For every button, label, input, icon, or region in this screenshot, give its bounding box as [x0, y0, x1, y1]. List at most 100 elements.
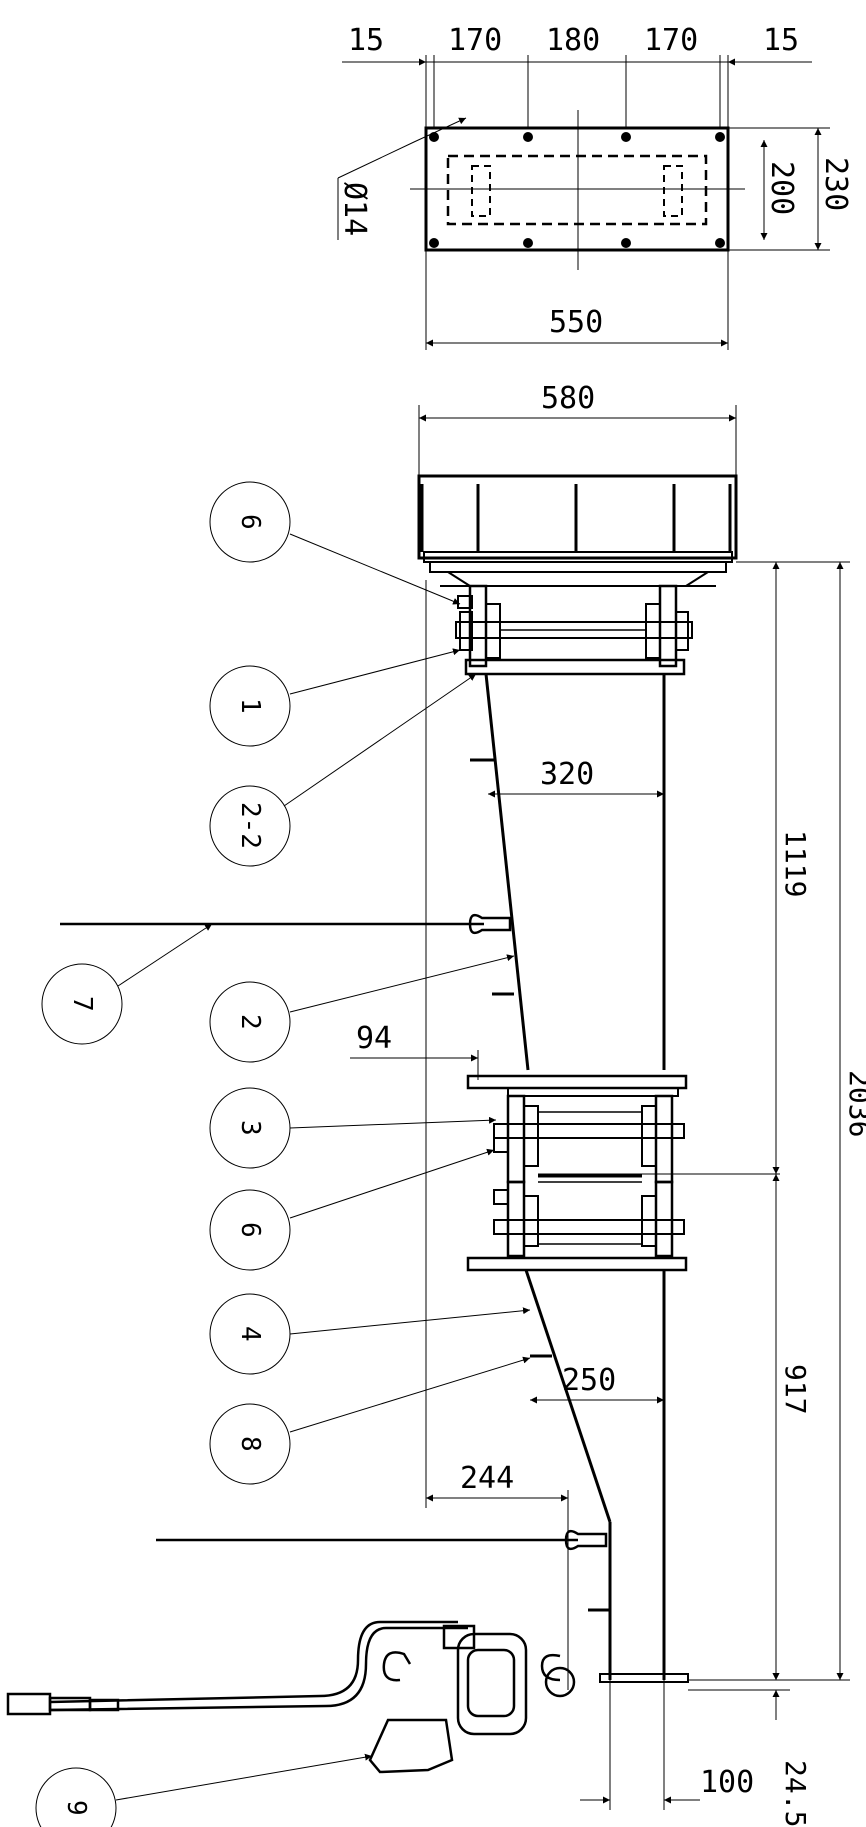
balloon-leader — [117, 923, 213, 987]
balloon-leader — [283, 673, 477, 807]
upper-lug-right — [658, 584, 678, 668]
balloon-label: 6 — [235, 514, 265, 530]
dim-244: 244 — [460, 1461, 514, 1496]
hook-lower — [564, 1529, 608, 1551]
bolt-head — [493, 1137, 509, 1153]
part-balloon-labels: 6 1 2-2 7 2 3 6 4 8 9 — [61, 514, 265, 1816]
dim-200: 200 — [764, 161, 799, 215]
bolt-hole — [429, 132, 439, 142]
upper-flange — [464, 658, 686, 676]
dim-24-5: 24.5 — [779, 1760, 812, 1827]
bolt-hole — [621, 132, 631, 142]
hoist-bottom-hook — [382, 1651, 412, 1682]
balloon-leader — [289, 1356, 531, 1433]
bolt-head — [493, 1189, 509, 1205]
middle-pin — [493, 1123, 685, 1139]
balloon-leader — [289, 1116, 497, 1129]
bottom-plate — [599, 1673, 689, 1683]
bolt-hole — [621, 238, 631, 248]
dim-100: 100 — [700, 1765, 754, 1800]
mounting-frame — [417, 474, 738, 560]
hoist-body — [456, 1632, 528, 1736]
balloon-circle — [35, 1767, 117, 1827]
lower-pin — [493, 1219, 685, 1235]
balloon-label: 2-2 — [235, 802, 265, 849]
hoist-hook-ring — [544, 1666, 576, 1698]
upper-pin — [455, 621, 693, 639]
balloon-leader — [289, 1307, 531, 1335]
balloon-circle — [209, 785, 291, 867]
dim-230: 230 — [818, 157, 853, 211]
balloon-circle — [209, 1189, 291, 1271]
top-plate-2 — [429, 561, 727, 573]
dim-hole-dia: Ø14 — [337, 182, 372, 236]
slot-right — [663, 165, 683, 217]
balloon-circle — [41, 963, 123, 1045]
dim-2036: 2036 — [843, 1070, 866, 1137]
gusset — [447, 571, 709, 587]
joint-block — [641, 1105, 657, 1167]
hoist-plug — [6, 1692, 52, 1716]
arm-lower-front — [524, 1269, 612, 1523]
dim-170-right: 170 — [644, 23, 698, 58]
balloon-leader — [289, 954, 515, 1013]
lower-flange — [466, 1256, 688, 1272]
balloon-leader — [289, 1148, 495, 1219]
flange-plate — [507, 1087, 679, 1097]
balloon-leader — [289, 648, 461, 695]
hoist-plug — [88, 1698, 120, 1712]
middle-flange — [466, 1074, 688, 1090]
balloon-leader — [289, 533, 461, 605]
lug-block — [485, 603, 501, 659]
bolt-hole — [523, 238, 533, 248]
balloon-label: 1 — [235, 698, 265, 714]
balloon-label: 2 — [235, 1014, 265, 1030]
part-balloons — [35, 481, 531, 1827]
dim-15-left: 15 — [348, 23, 384, 58]
lug-block — [645, 603, 661, 659]
hoist-mount — [442, 1624, 476, 1650]
balloon-circle — [209, 981, 291, 1063]
pin-nut — [675, 611, 689, 651]
balloon-circle — [209, 665, 291, 747]
dim-94: 94 — [356, 1021, 392, 1056]
balloon-label: 8 — [235, 1436, 265, 1452]
balloon-circle — [209, 481, 291, 563]
bolt-hole — [715, 132, 725, 142]
dim-917: 917 — [779, 1364, 812, 1415]
balloon-label: 9 — [61, 1800, 91, 1816]
balloon-label: 7 — [67, 996, 97, 1012]
bolt-hole — [715, 238, 725, 248]
hoist-plug — [48, 1696, 92, 1712]
hook-7 — [468, 913, 512, 935]
side-view-dimensions: 580 320 94 250 244 100 1119 917 2036 24.… — [356, 381, 866, 1827]
bolt-hole — [523, 132, 533, 142]
hoist-cable — [49, 1626, 468, 1712]
hoist-cable — [49, 1620, 458, 1704]
joint-block — [523, 1105, 539, 1167]
balloon-label: 4 — [235, 1326, 265, 1342]
hoist-top-hook — [540, 1653, 561, 1682]
dim-15-right: 15 — [763, 23, 799, 58]
inner-dashed-box — [446, 154, 708, 226]
dim-1119: 1119 — [779, 830, 812, 897]
balloon-label: 6 — [235, 1222, 265, 1238]
top-view — [337, 55, 830, 350]
bolt-hole — [429, 238, 439, 248]
electric-hoist — [6, 1620, 576, 1774]
dim-170-left: 170 — [448, 23, 502, 58]
top-view-dimensions: 15 170 180 170 15 550 Ø14 200 230 — [337, 23, 853, 340]
slot-left — [471, 165, 491, 217]
hoist-display — [466, 1648, 516, 1718]
hoist-bag — [368, 1718, 454, 1774]
dim-550: 550 — [549, 305, 603, 340]
hole-leader — [337, 117, 467, 179]
top-view-holes — [429, 132, 725, 248]
dim-250: 250 — [562, 1363, 616, 1398]
dim-320: 320 — [540, 757, 594, 792]
side-view — [6, 405, 850, 1810]
dim-180: 180 — [546, 23, 600, 58]
arm-upper-front — [484, 673, 530, 1071]
dim-580: 580 — [541, 381, 595, 416]
